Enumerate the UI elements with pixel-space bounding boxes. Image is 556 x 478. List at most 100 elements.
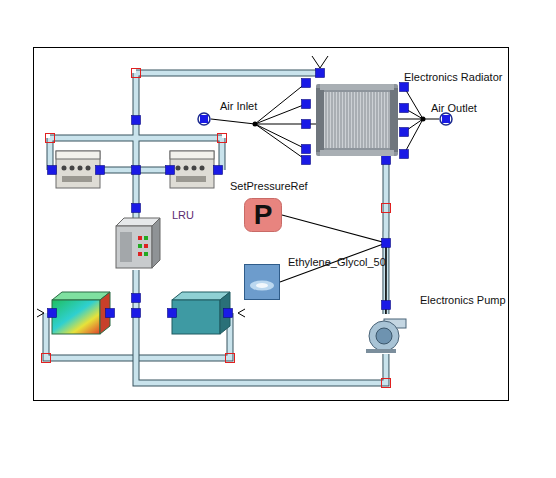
port-ring (198, 113, 210, 125)
pump-component-shape (362, 314, 408, 354)
component-label: Air Inlet (220, 100, 257, 113)
air-wire (255, 124, 306, 149)
fluid-icon (245, 265, 280, 300)
lru-indicator (144, 252, 148, 256)
connector-group (280, 243, 386, 314)
component-label: LRU (172, 209, 194, 222)
radiator-core (324, 92, 390, 148)
radiator-fin (377, 92, 378, 148)
radiator-fin (374, 92, 375, 148)
fluid-ripple (256, 283, 268, 288)
port-square (400, 83, 409, 92)
heat-exchanger-left (52, 292, 110, 334)
vent (176, 176, 206, 182)
chassis (56, 151, 100, 188)
pump-impeller (376, 328, 392, 344)
connector-group (398, 118, 439, 119)
pipe (50, 135, 222, 142)
pipe-outline (136, 270, 386, 383)
radiator-fin (350, 92, 351, 148)
port-ring (440, 113, 452, 125)
connector (200, 166, 205, 171)
radiator-rail (320, 150, 394, 156)
connector-group (211, 119, 316, 124)
pressure-ref-component: SetPressureRefP (244, 198, 282, 232)
port-square (382, 301, 391, 310)
radiator-body (316, 84, 398, 156)
port-square (132, 294, 141, 303)
air-wires (37, 56, 423, 317)
radiator-fin (344, 92, 345, 148)
radiator-fin (365, 92, 366, 148)
air-inlet-port-shape (197, 112, 211, 126)
lru-panel (120, 232, 132, 262)
open-end-symbol (238, 309, 245, 317)
port-square (214, 166, 223, 175)
radiator-fin (383, 92, 384, 148)
radiator-fin (335, 92, 336, 148)
radiator-fin (386, 92, 387, 148)
connector (192, 166, 197, 171)
port-square (48, 309, 57, 318)
vent (62, 176, 92, 182)
radiator-fin (359, 92, 360, 148)
port-square (302, 145, 311, 154)
chassis-top (170, 151, 214, 159)
radiator-fin (389, 92, 390, 148)
pipe (136, 70, 320, 77)
radiator-tank (316, 88, 324, 152)
connector (62, 166, 67, 171)
chassis-top (56, 151, 100, 159)
port-square (302, 156, 311, 165)
air-wire (404, 87, 423, 119)
port-squares (48, 69, 409, 318)
lru-component: LRU (112, 218, 160, 270)
port-square (48, 166, 57, 175)
port-square (442, 115, 450, 123)
fluid-component: Ethylene_Glycol_50 (244, 264, 280, 300)
lru-side (152, 218, 160, 268)
radiator-fin (368, 92, 369, 148)
connector-group (282, 215, 386, 314)
radiator-fin (356, 92, 357, 148)
port-square (132, 116, 141, 125)
pump-base (366, 349, 396, 353)
fluid-line (280, 243, 386, 314)
port-square (168, 309, 177, 318)
port-square (132, 309, 141, 318)
lru-indicator (138, 252, 142, 256)
lru-indicator (138, 244, 142, 248)
pipe-markers (42, 69, 391, 388)
heat-exchanger-right (172, 292, 230, 334)
port-square (400, 128, 409, 137)
port-square (382, 239, 391, 248)
pipe-marker (382, 204, 391, 213)
radiator-fin (347, 92, 348, 148)
radiator-fin (338, 92, 339, 148)
pipe (50, 136, 222, 141)
pipe-marker (46, 134, 55, 143)
component-label: SetPressureRef (230, 180, 308, 193)
pipe (136, 71, 320, 76)
port-square (200, 115, 208, 123)
air-wire (255, 124, 306, 160)
pressure-symbol: P (244, 198, 282, 232)
port-square (382, 156, 391, 165)
component-label: Electronics Radiator (404, 71, 502, 84)
radiator-fin (341, 92, 342, 148)
connector (70, 166, 75, 171)
air-line (398, 118, 439, 119)
port-square (302, 100, 311, 109)
component-label: Ethylene_Glycol_50 (288, 256, 386, 269)
air-outlet-port-shape (439, 112, 453, 126)
fluid-component-shape (244, 264, 280, 300)
frame (34, 48, 509, 401)
port-square (400, 104, 409, 113)
port-square (400, 150, 409, 159)
box-front (52, 300, 100, 334)
pipe-core (46, 73, 320, 358)
connector (184, 166, 189, 171)
air-wire (255, 83, 306, 124)
fluid-ripple (250, 281, 274, 291)
pipe-marker (42, 354, 51, 363)
